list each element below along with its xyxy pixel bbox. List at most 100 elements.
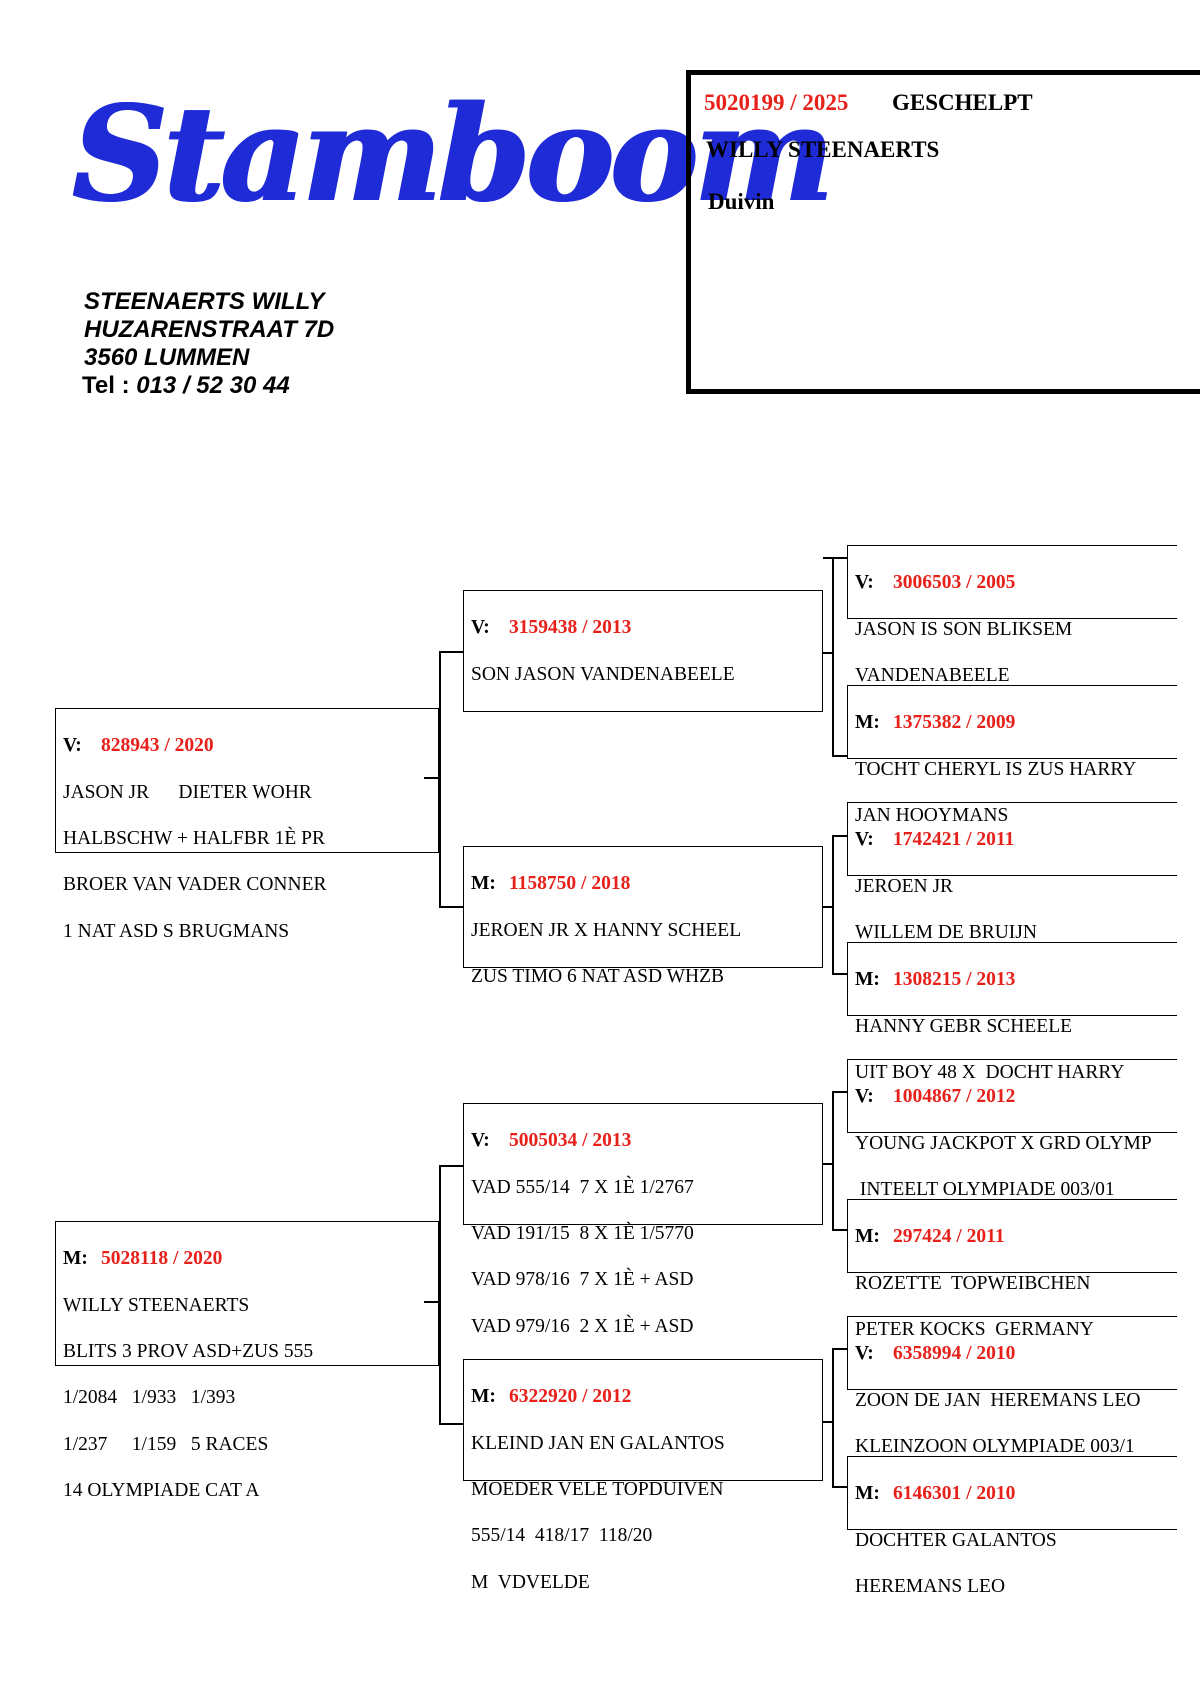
ring-number: 5005034 / 2013 [509,1130,632,1152]
pedigree-box-mother-father: V: 5005034 / 2013 VAD 555/14 7 X 1È 1/276… [463,1103,823,1337]
pedigree-line: ZUS TIMO 6 NAT ASD WHZB [471,966,724,988]
pedigree-line: JASON JR DIETER WOHR [63,781,312,803]
pedigree-box-fmm: M: 1308215 / 2013 HANNY GEBR SCHEELE UIT … [847,942,1177,1083]
pedigree-line: UIT BOY 48 X DOCHT HARRY [855,1062,1125,1084]
connector-line [832,1091,834,1231]
connector-line [832,557,834,757]
pedigree-line: 1/237 1/159 5 RACES [63,1433,269,1455]
ring-number: 5028118 / 2020 [101,1248,223,1270]
pedigree-line: YOUNG JACKPOT X GRD OLYMP [855,1132,1152,1154]
pigeon-info-box [686,70,1200,394]
pedigree-line: VAD 191/15 8 X 1È 1/5770 [471,1223,694,1245]
ring-number: 1308215 / 2013 [893,969,1016,991]
pedigree-line: VAD 555/14 7 X 1È 1/2767 [471,1176,694,1198]
sex-tag: V: [471,1130,490,1152]
ring-number: 1004867 / 2012 [893,1086,1016,1108]
pedigree-line: TOCHT CHERYL IS ZUS HARRY [855,758,1137,780]
owner-street: HUZARENSTRAAT 7D [84,316,335,343]
pedigree-box-father: V: 828943 / 2020 JASON JR DIETER WOHR HAL… [55,708,439,942]
connector-line [439,1165,463,1167]
pedigree-line: VAD 979/16 2 X 1È + ASD [471,1315,694,1337]
pedigree-line: HALBSCHW + HALFBR 1È PR [63,828,326,850]
pedigree-line: 555/14 418/17 118/20 [471,1525,653,1547]
pedigree-line: INTEELT OLYMPIADE 003/01 [855,1179,1115,1201]
phone-label: Tel : [82,372,130,399]
owner-name: STEENAERTS WILLY [84,288,325,315]
pedigree-box-fmf: V: 1742421 / 2011 JEROEN JR WILLEM DE BRU… [847,802,1177,943]
connector-line [832,835,847,837]
connector-line [424,1301,439,1303]
phone-number: 013 / 52 30 44 [136,372,290,399]
ring-number: 3159438 / 2013 [509,617,632,639]
ring-number: 1742421 / 2011 [893,829,1015,851]
pedigree-box-ffm: M: 1375382 / 2009 TOCHT CHERYL IS ZUS HAR… [847,685,1177,826]
pedigree-line: ROZETTE TOPWEIBCHEN [855,1272,1091,1294]
ring-number: 1375382 / 2009 [893,712,1016,734]
pedigree-line: VANDENABEELE [855,665,1010,687]
pedigree-line: BLITS 3 PROV ASD+ZUS 555 [63,1341,314,1363]
stamboom-logo: Stamboom [72,77,834,232]
pedigree-line: 14 OLYMPIADE CAT A [63,1480,260,1502]
pedigree-line: VAD 978/16 7 X 1È + ASD [471,1269,694,1291]
pedigree-line: JASON IS SON BLIKSEM [855,618,1073,640]
pigeon-breeder: WILLY STEENAERTS [706,137,940,162]
pedigree-line: JAN HOOYMANS [855,805,1009,827]
sex-tag: M: [855,712,880,734]
pedigree-line: WILLY STEENAERTS [63,1294,250,1316]
pedigree-line: MOEDER VELE TOPDUIVEN [471,1479,724,1501]
pedigree-line: 1/2084 1/933 1/393 [63,1387,236,1409]
pedigree-line: KLEIND JAN EN GALANTOS [471,1432,725,1454]
pedigree-box-father-mother: M:1158750 / 2018 JEROEN JR X HANNY SCHEE… [463,846,823,987]
pedigree-line: ZOON DE JAN HEREMANS LEO [855,1389,1141,1411]
sex-tag: V: [855,572,874,594]
pedigree-line: 1 NAT ASD S BRUGMANS [63,920,290,942]
connector-line [439,1423,463,1425]
pedigree-line: BROER VAN VADER CONNER [63,874,327,896]
pedigree-line: WILLEM DE BRUIJN [855,922,1037,944]
sex-tag: V: [855,1343,874,1365]
sex-tag: M: [855,1483,880,1505]
ring-number: 3006503 / 2005 [893,572,1016,594]
pedigree-line: JEROEN JR [855,875,954,897]
pedigree-line: JEROEN JR X HANNY SCHEEL [471,919,742,941]
pedigree-box-mff: V: 1004867 / 2012 YOUNG JACKPOT X GRD OLY… [847,1059,1177,1200]
ring-number: 297424 / 2011 [893,1226,1005,1248]
connector-line [424,777,439,779]
pedigree-line: DOCHTER GALANTOS [855,1529,1057,1551]
ring-number: 6146301 / 2010 [893,1483,1016,1505]
pedigree-box-mmm: M: 6146301 / 2010 DOCHTER GALANTOS HEREMA… [847,1456,1177,1597]
pigeon-ring: 5020199 / 2025 [704,90,849,115]
connector-line [823,557,847,559]
pedigree-box-mfm: M: 297424 / 2011 ROZETTE TOPWEIBCHEN PETE… [847,1199,1177,1340]
sex-tag: M: [855,969,880,991]
pigeon-sex: Duivin [708,189,775,214]
sex-tag: V: [471,617,490,639]
ring-number: 6322920 / 2012 [509,1386,632,1408]
connector-line [439,906,463,908]
pedigree-box-mother: M: 5028118 / 2020 WILLY STEENAERTS BLITS … [55,1221,439,1501]
ring-number: 828943 / 2020 [101,735,214,757]
pedigree-line: HEREMANS LEO [855,1576,1006,1598]
sex-tag: V: [855,1086,874,1108]
pedigree-line: KLEINZOON OLYMPIADE 003/1 [855,1436,1135,1458]
pedigree-line: PETER KOCKS GERMANY [855,1319,1094,1341]
sex-tag: M: [63,1248,88,1270]
connector-line [832,835,834,975]
sex-tag: M: [855,1226,880,1248]
owner-phone: Tel : 013 / 52 30 44 [82,372,290,400]
pedigree-line: HANNY GEBR SCHEELE [855,1015,1073,1037]
pedigree-box-mother-mother: M:6322920 / 2012 KLEIND JAN EN GALANTOS … [463,1359,823,1593]
pigeon-color: GESCHELPT [892,90,1033,115]
ring-number: 6358994 / 2010 [893,1343,1016,1365]
sex-tag: M: [471,1386,496,1408]
sex-tag: M: [471,873,496,895]
pedigree-box-father-father: V: 3159438 / 2013 SON JASON VANDENABEELE [463,590,823,712]
owner-city: 3560 LUMMEN [84,344,250,371]
pedigree-line: SON JASON VANDENABEELE [471,663,735,685]
sex-tag: V: [855,829,874,851]
connector-line [439,651,463,653]
sex-tag: V: [63,735,82,757]
pedigree-box-mmf: V: 6358994 / 2010 ZOON DE JAN HEREMANS LE… [847,1316,1177,1457]
pedigree-box-fff: V: 3006503 / 2005 JASON IS SON BLIKSEM VA… [847,545,1177,686]
pedigree-line: M VDVELDE [471,1571,590,1593]
